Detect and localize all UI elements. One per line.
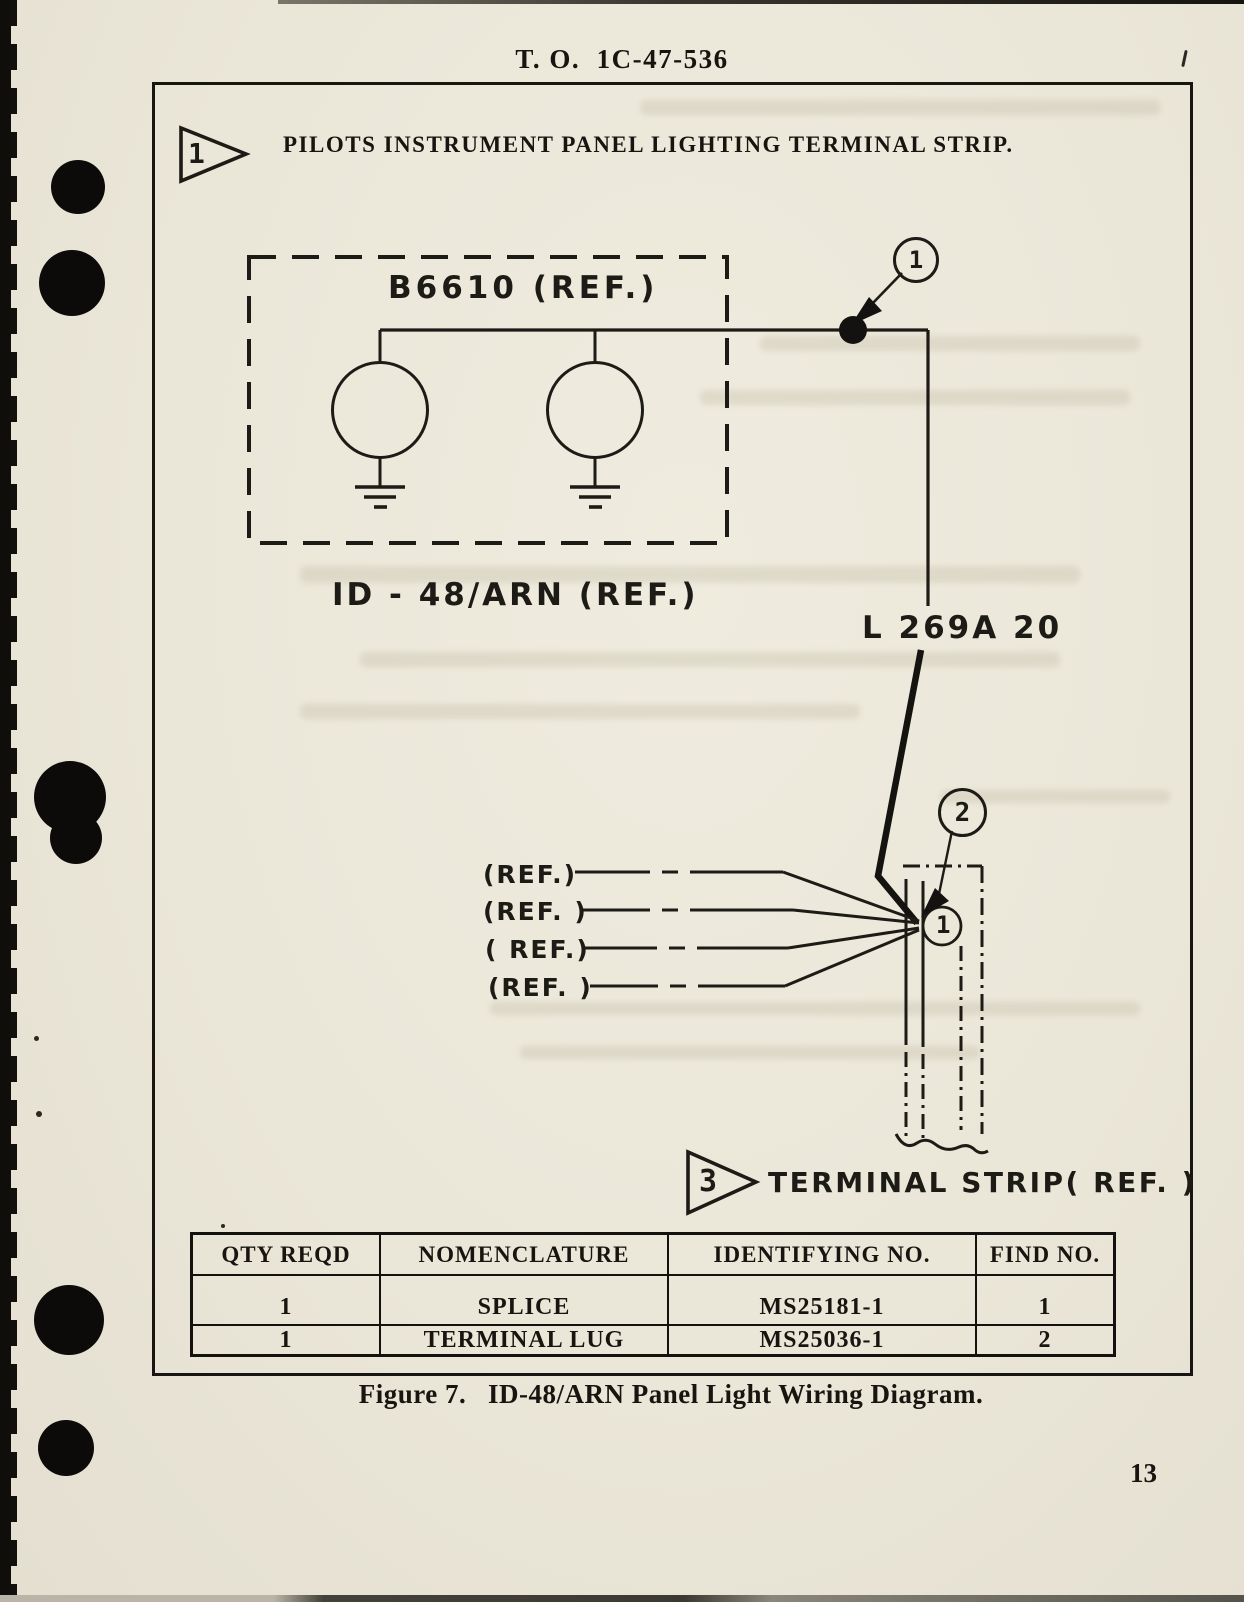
scan-edge-bottom: [0, 1595, 1244, 1602]
callout1-leader: [851, 272, 903, 325]
binding-hole: [34, 1285, 104, 1355]
splice-symbol-circle: [921, 905, 963, 947]
table-cell: TERMINAL LUG: [381, 1326, 669, 1354]
bleedthrough-artifact: [700, 390, 1130, 405]
label-id48-arn: ID - 48/ARN (REF.): [332, 577, 699, 613]
bleedthrough-artifact: [300, 566, 1080, 583]
callout-2-number: 2: [954, 797, 971, 828]
table-cell: 1: [193, 1276, 381, 1326]
label-ref-4: (REF. ): [488, 973, 593, 1002]
ink-speck: [221, 1224, 225, 1228]
parts-table: QTY REQD NOMENCLATURE IDENTIFYING NO. FI…: [190, 1232, 1116, 1357]
wire-L269A20-run: [874, 649, 925, 926]
callout-1-number: 1: [908, 246, 924, 274]
page-header-to-number: T. O. 1C-47-536: [515, 44, 729, 74]
figure-border: [152, 82, 1193, 1376]
flag-3-number: 3: [699, 1164, 718, 1199]
callout-circle-2: 2: [938, 788, 987, 837]
ref-wire-leaders: [575, 870, 920, 988]
table-cell: SPLICE: [381, 1276, 669, 1326]
splice-symbol-number: 1: [936, 911, 951, 939]
bleedthrough-artifact: [300, 704, 860, 719]
label-wire-l269a20: L 269A 20: [862, 610, 1063, 646]
figure-caption: Figure 7. ID-48/ARN Panel Light Wiring D…: [358, 1379, 984, 1409]
figure-title: PILOTS INSTRUMENT PANEL LIGHTING TERMINA…: [283, 132, 1014, 157]
panel-lamp-left: [331, 330, 429, 509]
scan-edge-left-ragged: [9, 0, 17, 1602]
table-cell: MS25036-1: [669, 1326, 977, 1354]
panel-lamp-right: [546, 330, 644, 509]
table-cell: 1: [193, 1326, 381, 1354]
label-ref-2: (REF. ): [483, 897, 588, 926]
ink-speck: [36, 1111, 42, 1117]
scan-edge-left: [0, 0, 11, 1602]
label-terminal-strip: TERMINAL STRIP( REF. ): [768, 1166, 1197, 1199]
bleedthrough-artifact: [520, 1046, 980, 1059]
bleedthrough-artifact: [490, 1002, 1140, 1015]
binding-hole: [50, 812, 102, 864]
table-header-identifying-no: IDENTIFYING NO.: [669, 1235, 977, 1276]
table-cell: 2: [1038, 1326, 1052, 1353]
ink-speck: [34, 1036, 39, 1041]
bleedthrough-artifact: [360, 652, 1060, 667]
page-number: 13: [1130, 1458, 1157, 1488]
bus-wire: [380, 328, 930, 606]
splice-dot: [839, 316, 867, 344]
label-ref-3: ( REF.): [485, 935, 590, 964]
label-b6610: B6610 (REF.): [388, 270, 659, 306]
table-header-nomenclature: NOMENCLATURE: [381, 1235, 669, 1276]
binding-hole: [38, 1420, 94, 1476]
bleedthrough-artifact: [640, 100, 1160, 115]
table-cell: 1: [977, 1276, 1113, 1326]
flag-triangle-3: [686, 1149, 761, 1216]
callout2-leader: [921, 830, 954, 917]
scan-edge-top: [278, 0, 1244, 4]
flag-1-number: 1: [188, 137, 205, 170]
binding-hole: [39, 250, 105, 316]
label-ref-1: (REF.): [483, 860, 578, 889]
flag-triangle-1: [179, 125, 251, 184]
table-header-qty: QTY REQD: [193, 1235, 381, 1276]
bleedthrough-artifact: [940, 790, 1170, 803]
table-header-find-no: FIND NO.: [977, 1235, 1113, 1276]
b6610-dashed-box: [247, 255, 729, 545]
callout-circle-1-top: 1: [893, 237, 939, 283]
binding-hole: [51, 160, 105, 214]
table-cell: MS25181-1: [669, 1276, 977, 1326]
terminal-strip-outline: [894, 864, 989, 1155]
